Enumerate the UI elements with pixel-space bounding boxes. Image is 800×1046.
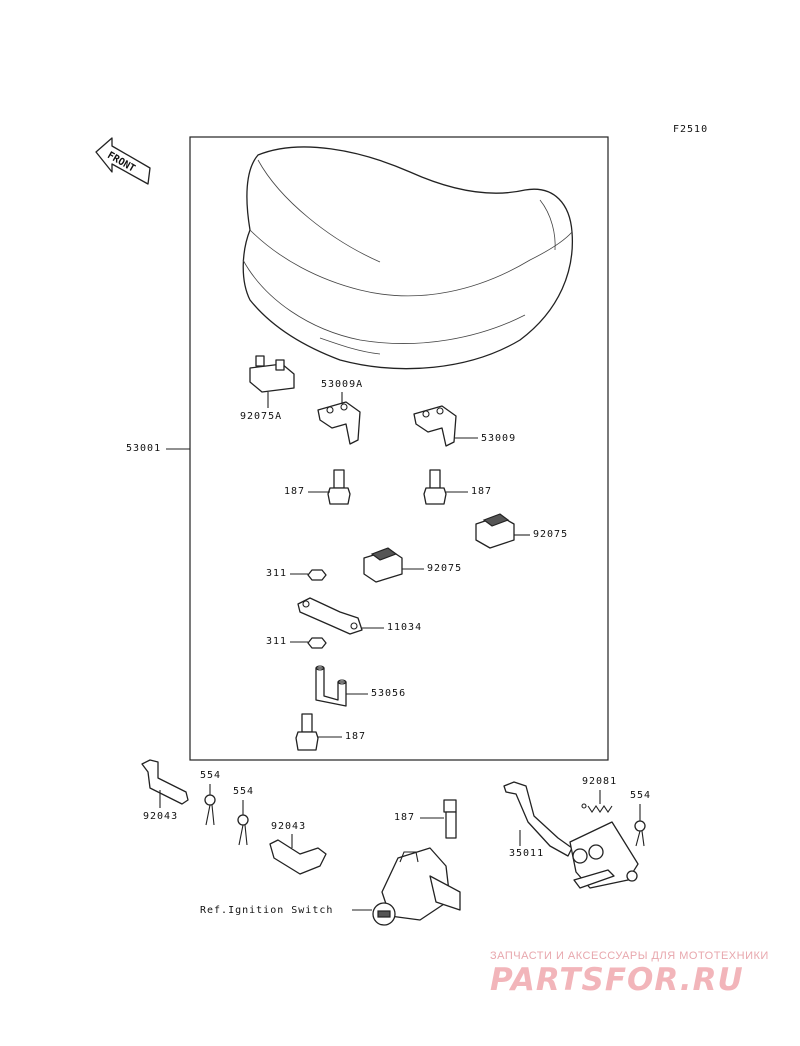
part-554-c (634, 804, 646, 847)
seat-illustration (242, 146, 574, 370)
part-92043-mid (269, 834, 327, 875)
part-92075A (249, 355, 295, 408)
part-187-left (308, 469, 351, 505)
part-311-bottom (290, 637, 327, 649)
ignition-switch-bracket (352, 847, 461, 926)
part-311-top (290, 569, 327, 581)
part-label-92043-mid: 92043 (271, 821, 307, 832)
part-label-53009: 53009 (481, 433, 517, 444)
part-label-92043-left: 92043 (143, 811, 179, 822)
part-92075-right (475, 513, 530, 549)
part-label-92081: 92081 (582, 776, 618, 787)
part-187-lower (420, 799, 457, 839)
part-label-92075-mid: 92075 (427, 563, 463, 574)
part-label-311-bottom: 311 (266, 636, 288, 647)
part-label-53001: 53001 (126, 443, 162, 454)
ref-ignition-switch-label: Ref.Ignition Switch (200, 905, 334, 916)
part-53009 (413, 405, 478, 447)
part-92075-mid (363, 547, 424, 583)
watermark-tagline: ЗАПЧАСТИ И АКСЕССУАРЫ ДЛЯ МОТОТЕХНИКИ (490, 950, 769, 962)
part-label-187-bottom: 187 (345, 731, 367, 742)
figure-code: F2510 (673, 124, 709, 135)
part-label-53056: 53056 (371, 688, 407, 699)
part-187-bottom (295, 713, 342, 751)
part-53056 (315, 665, 368, 707)
part-35011 (503, 781, 573, 857)
part-554-b (237, 800, 249, 846)
part-label-311-top: 311 (266, 568, 288, 579)
part-label-187-right: 187 (471, 486, 493, 497)
part-92043-left (141, 759, 189, 808)
part-label-554-a: 554 (200, 770, 222, 781)
part-554-a (204, 784, 216, 826)
part-label-92075-right: 92075 (533, 529, 569, 540)
part-label-53009A: 53009A (321, 379, 364, 390)
watermark-logo: PARTSFOR.RU (490, 962, 744, 998)
part-label-92075A: 92075A (240, 411, 283, 422)
front-arrow-icon: FRONT (95, 137, 151, 185)
part-label-35011: 35011 (509, 848, 545, 859)
part-53009A (317, 392, 361, 445)
part-92081 (581, 790, 613, 813)
part-label-554-b: 554 (233, 786, 255, 797)
part-label-11034: 11034 (387, 622, 423, 633)
part-187-right (423, 469, 468, 505)
part-11034 (297, 597, 384, 635)
part-label-187-left: 187 (284, 486, 306, 497)
sidestand-bracket (569, 821, 639, 889)
part-label-187-lower: 187 (394, 812, 416, 823)
part-label-554-c: 554 (630, 790, 652, 801)
